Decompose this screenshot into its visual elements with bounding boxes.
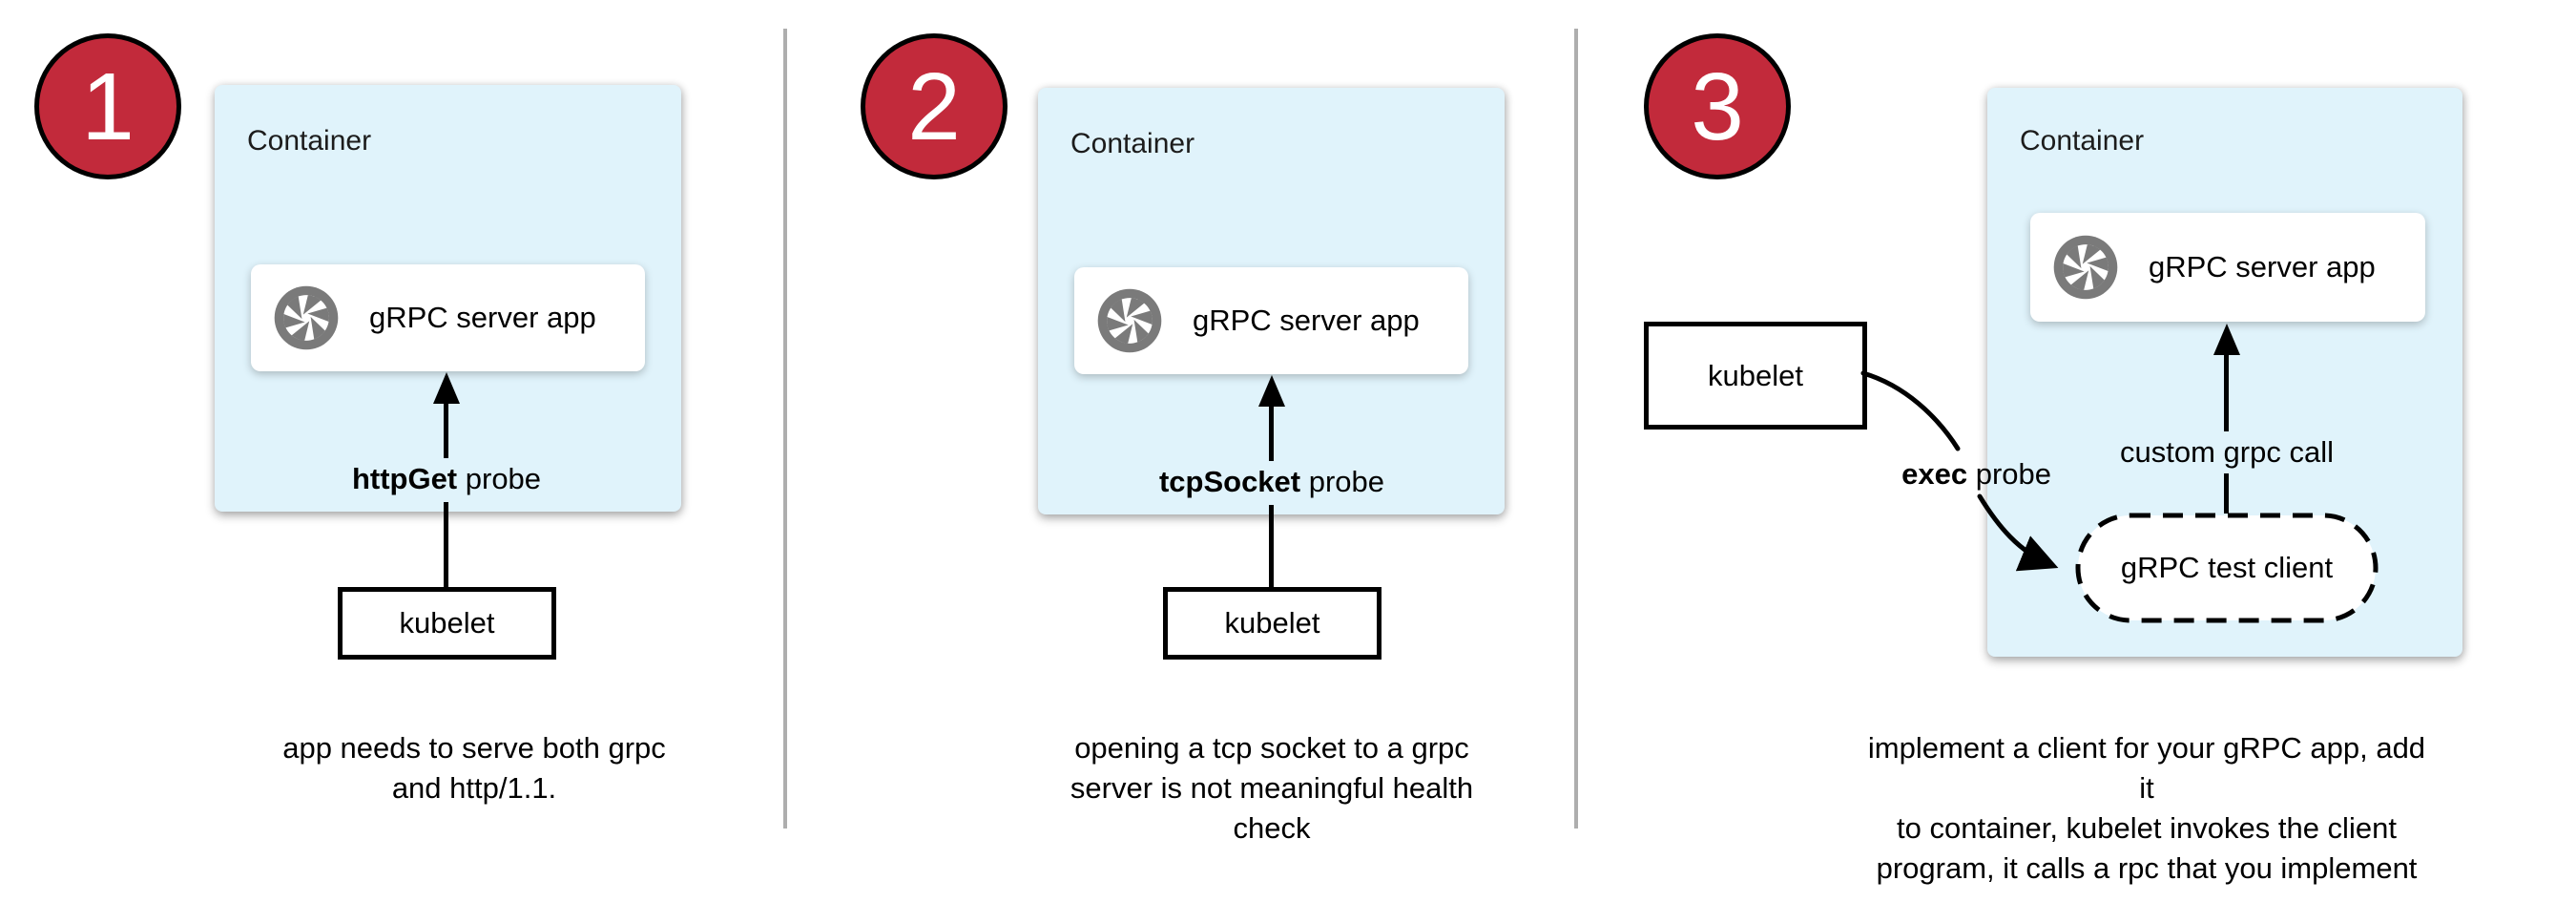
probe-keyword: httpGet (351, 462, 458, 495)
step-number: 2 (907, 52, 961, 160)
grpc-server-app-box: gRPC server app (2030, 213, 2425, 322)
caption: app needs to serve both grpc and http/1.… (188, 728, 760, 808)
step-number: 3 (1691, 52, 1744, 160)
kubelet-arrow-line (444, 502, 448, 588)
container-label: Container (1070, 128, 1195, 159)
kubelet-label: kubelet (399, 606, 495, 640)
step-badge-1: 1 (34, 33, 181, 179)
probe-label: httpGet probe (256, 462, 637, 496)
probe-arrow-line (1269, 404, 1274, 461)
grpc-server-app-label: gRPC server app (369, 301, 596, 334)
step-badge-2: 2 (861, 33, 1008, 179)
grpc-test-client-label: gRPC test client (2120, 551, 2334, 584)
arrow-up-head-icon (433, 372, 460, 404)
probe-keyword: tcpSocket (1158, 465, 1301, 498)
aperture-icon (1097, 288, 1162, 353)
grpc-server-app-box: gRPC server app (1074, 267, 1468, 374)
probe-label: tcpSocket probe (1081, 465, 1463, 499)
container-label: Container (2020, 125, 2145, 157)
probe-label: exec probe (1794, 457, 2051, 492)
grpc-test-client-box: gRPC test client (2075, 513, 2379, 623)
caption-line: program, it calls a rpc that you impleme… (1876, 851, 2418, 885)
caption-line: app needs to serve both grpc (282, 731, 666, 765)
probe-suffix: probe (1300, 465, 1385, 498)
dashed-stadium-outline (2075, 513, 2379, 623)
panel-divider (783, 29, 787, 829)
caption-line: to container, kubelet invokes the client (1897, 811, 2397, 845)
caption-line: implement a client for your gRPC app, ad… (1867, 731, 2426, 805)
arrow-up-head-icon (2213, 324, 2240, 355)
grpc-call-arrow-line (2224, 473, 2229, 514)
kubelet-box: kubelet (1644, 322, 1867, 430)
caption-line: server is not meaningful health (1070, 771, 1474, 805)
kubelet-box: kubelet (338, 587, 556, 660)
grpc-server-app-box: gRPC server app (251, 264, 645, 371)
container-label: Container (247, 125, 372, 157)
probe-keyword: exec (1901, 457, 1968, 491)
arrow-up-head-icon (1258, 375, 1285, 407)
probe-arrow-line (444, 401, 448, 458)
caption: implement a client for your gRPC app, ad… (1860, 728, 2433, 889)
caption-line: check (1233, 811, 1311, 845)
panel-divider (1574, 29, 1578, 829)
step-badge-3: 3 (1644, 33, 1791, 179)
grpc-server-app-label: gRPC server app (1193, 304, 1420, 337)
kubelet-label: kubelet (1224, 606, 1320, 640)
kubelet-box: kubelet (1163, 587, 1381, 660)
aperture-icon (274, 285, 339, 350)
kubelet-label: kubelet (1708, 358, 1803, 392)
custom-grpc-call-label: custom grpc call (2120, 435, 2334, 469)
kubelet-arrow-line (1269, 505, 1274, 589)
caption-line: opening a tcp socket to a grpc (1074, 731, 1469, 765)
step-number: 1 (81, 52, 135, 160)
caption: opening a tcp socket to a grpc server is… (986, 728, 1558, 849)
probe-suffix: probe (457, 462, 542, 495)
grpc-server-app-label: gRPC server app (2149, 250, 2376, 283)
grpc-call-arrow-line (2224, 352, 2229, 431)
probe-suffix: probe (1967, 457, 2051, 491)
caption-line: and http/1.1. (391, 771, 557, 805)
aperture-icon (2053, 235, 2118, 300)
